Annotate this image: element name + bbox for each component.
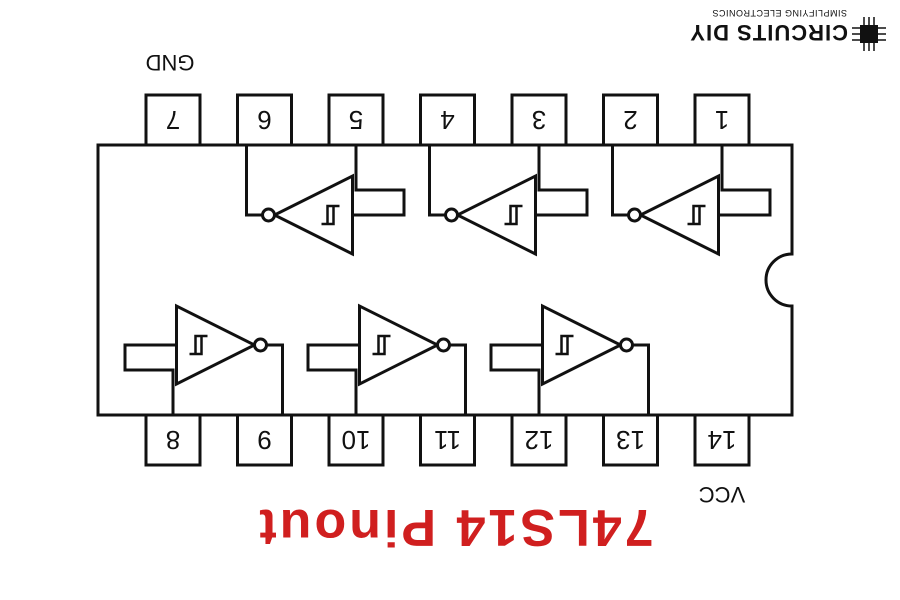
- pin-11: 11: [419, 413, 476, 467]
- pin-number: 12: [525, 425, 554, 455]
- hysteresis-icon: [687, 204, 706, 226]
- pin-1: 1: [693, 93, 751, 147]
- pin-box: [419, 413, 476, 467]
- pin-number: 6: [257, 105, 271, 135]
- inversion-bubble: [261, 207, 276, 223]
- inversion-bubble: [253, 337, 268, 353]
- ic-body: [96, 143, 794, 417]
- pin-box: [693, 413, 751, 467]
- pin-13: 13: [602, 413, 659, 467]
- pin-number: 13: [616, 425, 645, 455]
- gate-array: [123, 145, 772, 415]
- pin-box: [602, 413, 659, 467]
- hysteresis-icon: [555, 334, 574, 356]
- brand-name: CIRCUITS DIY: [689, 20, 848, 45]
- pin-8: 8: [144, 413, 202, 467]
- hysteresis-icon: [504, 204, 523, 226]
- pin-10: 10: [327, 413, 385, 467]
- gate-wire: [428, 145, 589, 217]
- pin-number: 8: [166, 425, 180, 455]
- brand-tagline: SIMPLIFYING ELECTRONICS: [712, 8, 847, 18]
- pin-number: 4: [440, 105, 454, 135]
- pin-5: 5: [327, 93, 385, 147]
- hysteresis-icon: [189, 334, 208, 356]
- inversion-bubble: [619, 337, 634, 353]
- brand-logo: CIRCUITS DIY SIMPLIFYING ELECTRONICS: [689, 8, 886, 51]
- pin-number: 5: [349, 105, 363, 135]
- gate-wire: [611, 145, 772, 217]
- gate-wire: [306, 343, 467, 415]
- pin-number: 9: [257, 425, 271, 455]
- hysteresis-icon: [321, 204, 340, 226]
- pin-number: 2: [623, 105, 637, 135]
- pin-box: [693, 93, 751, 147]
- pin-number: 11: [434, 425, 461, 455]
- pin-box: [144, 93, 202, 147]
- pin-2: 2: [602, 93, 659, 147]
- gnd-label: GND: [146, 50, 195, 75]
- inversion-bubble: [444, 207, 459, 223]
- pin-12: 12: [510, 413, 568, 467]
- vcc-label: VCC: [699, 482, 746, 507]
- bottom-pin-row: 1 2 3 4 5 6 7: [144, 93, 751, 147]
- pin-4: 4: [419, 93, 476, 147]
- gate-wire: [489, 343, 650, 415]
- pin-number: 1: [715, 105, 729, 135]
- pin-number: 3: [532, 105, 546, 135]
- pin-14: 14: [693, 413, 751, 467]
- diagram-title: 74LS14 Pinout: [256, 498, 653, 556]
- pin-7: 7: [144, 93, 202, 147]
- inversion-bubble: [627, 207, 642, 223]
- pin-3: 3: [510, 93, 568, 147]
- gate-wire: [123, 343, 284, 415]
- pin-6: 6: [236, 93, 293, 147]
- pin-number: 7: [166, 105, 180, 135]
- pin-number: 10: [342, 425, 371, 455]
- pin-box: [236, 413, 293, 467]
- pin-number: 14: [708, 425, 737, 455]
- gate-wire: [245, 145, 406, 217]
- pin-box: [602, 93, 659, 147]
- hysteresis-icon: [372, 334, 391, 356]
- pin-box: [419, 93, 476, 147]
- pin-box: [236, 93, 293, 147]
- chip-icon: [852, 17, 886, 51]
- inversion-bubble: [436, 337, 451, 353]
- pin-9: 9: [236, 413, 293, 467]
- pin-box: [327, 93, 385, 147]
- top-pin-row: 14 13 12 11 10 9 8: [144, 413, 751, 467]
